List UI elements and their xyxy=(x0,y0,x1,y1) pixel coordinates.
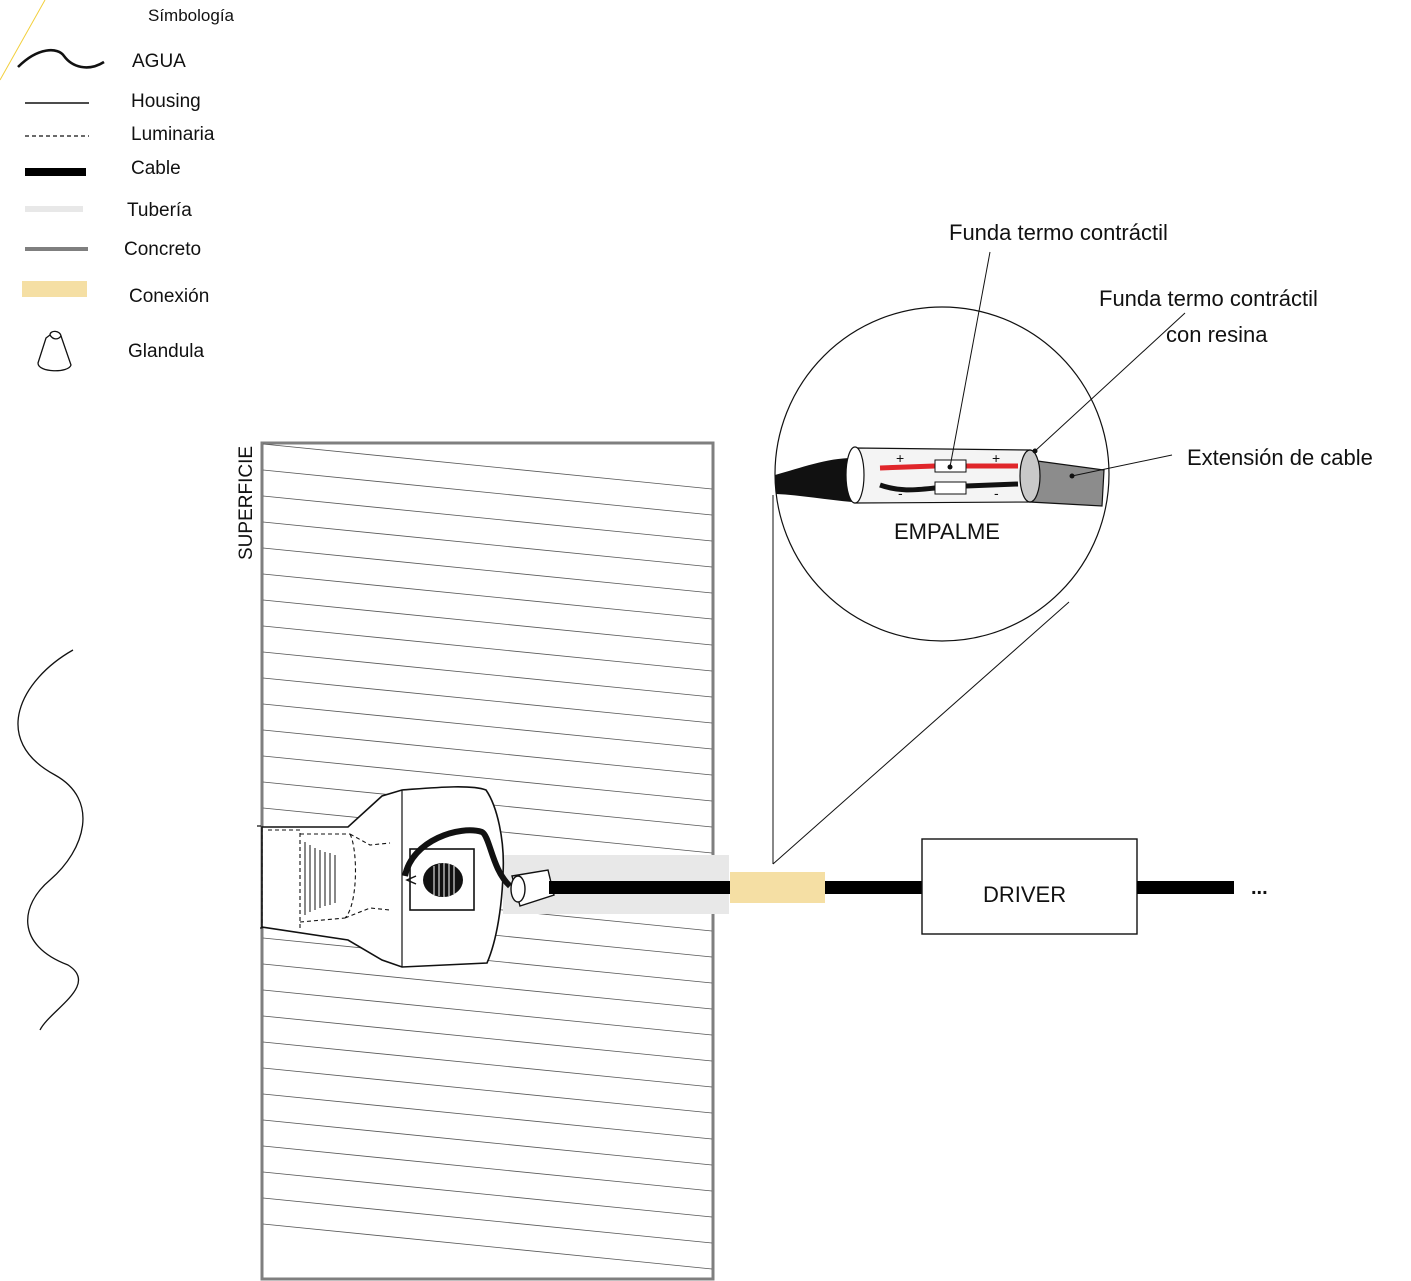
cable-from-driver xyxy=(1137,881,1234,894)
cable-to-driver xyxy=(825,881,922,894)
splice-detail: + + - - EMPALME xyxy=(774,306,1110,642)
cable-extension-leader-dot xyxy=(1069,473,1075,479)
wire-negative-right xyxy=(965,481,1019,489)
legend: Símbología AGUA Housing Luminaria Cable … xyxy=(17,6,235,372)
luminaire-fins xyxy=(304,842,336,915)
cable-bar-icon xyxy=(25,168,86,176)
legend-label-cable: Cable xyxy=(131,158,181,179)
legend-label-tuberia: Tubería xyxy=(127,200,192,221)
connector-disc xyxy=(423,863,463,897)
crimp-negative xyxy=(934,481,967,495)
concrete-bar-icon xyxy=(25,247,88,251)
legend-label-conexion: Conexión xyxy=(129,286,209,307)
heat-shrink-resin-leader-dot xyxy=(1032,448,1038,454)
cable-in-pipe xyxy=(549,881,731,894)
pipe-bar-icon xyxy=(25,206,83,212)
corner-accent-line xyxy=(0,0,46,81)
wire-negative-left xyxy=(879,482,936,493)
connector-disc-ribs xyxy=(433,863,455,897)
minus-sign-left: - xyxy=(898,485,903,501)
minus-sign-right: - xyxy=(994,485,999,501)
cable-extension-label: Extensión de cable xyxy=(1187,445,1373,470)
water-wave-icon xyxy=(17,48,105,69)
legend-label-glandula: Glandula xyxy=(128,341,204,362)
zoom-line-right xyxy=(772,601,1070,865)
legend-label-housing: Housing xyxy=(131,91,201,112)
heat-shrink-tube xyxy=(854,447,1031,504)
heat-shrink-leader xyxy=(949,251,991,468)
splice-label: EMPALME xyxy=(894,519,1000,544)
connection-bar-icon xyxy=(22,281,87,297)
driver-box xyxy=(921,838,1138,935)
heat-shrink-label: Funda termo contráctil xyxy=(949,220,1168,245)
driver-label: DRIVER xyxy=(983,882,1066,907)
legend-title: Símbología xyxy=(148,6,235,25)
water-icon xyxy=(17,649,84,1031)
luminaire-housing xyxy=(257,786,513,968)
plus-sign-left: + xyxy=(896,450,904,466)
cable-extension-leader xyxy=(1071,454,1173,477)
legend-label-agua: AGUA xyxy=(132,51,186,72)
heat-shrink-resin-leader xyxy=(1034,312,1186,452)
original-cable xyxy=(775,458,852,502)
plus-sign-right: + xyxy=(992,450,1000,466)
wire-positive-left xyxy=(879,463,936,471)
connection xyxy=(730,872,825,903)
continuation-ellipsis: ... xyxy=(1251,877,1268,899)
legend-label-concreto: Concreto xyxy=(124,239,201,260)
heat-shrink-resin-label-line2: con resina xyxy=(1166,322,1268,347)
legend-label-luminaria: Luminaria xyxy=(131,124,215,145)
heat-shrink-leader-dot xyxy=(947,464,953,470)
gland-icon xyxy=(37,330,72,372)
cable-gland xyxy=(510,869,555,907)
heat-shrink-resin-label-line1: Funda termo contráctil xyxy=(1099,286,1318,311)
surface-label: SUPERFICIE xyxy=(236,446,257,560)
